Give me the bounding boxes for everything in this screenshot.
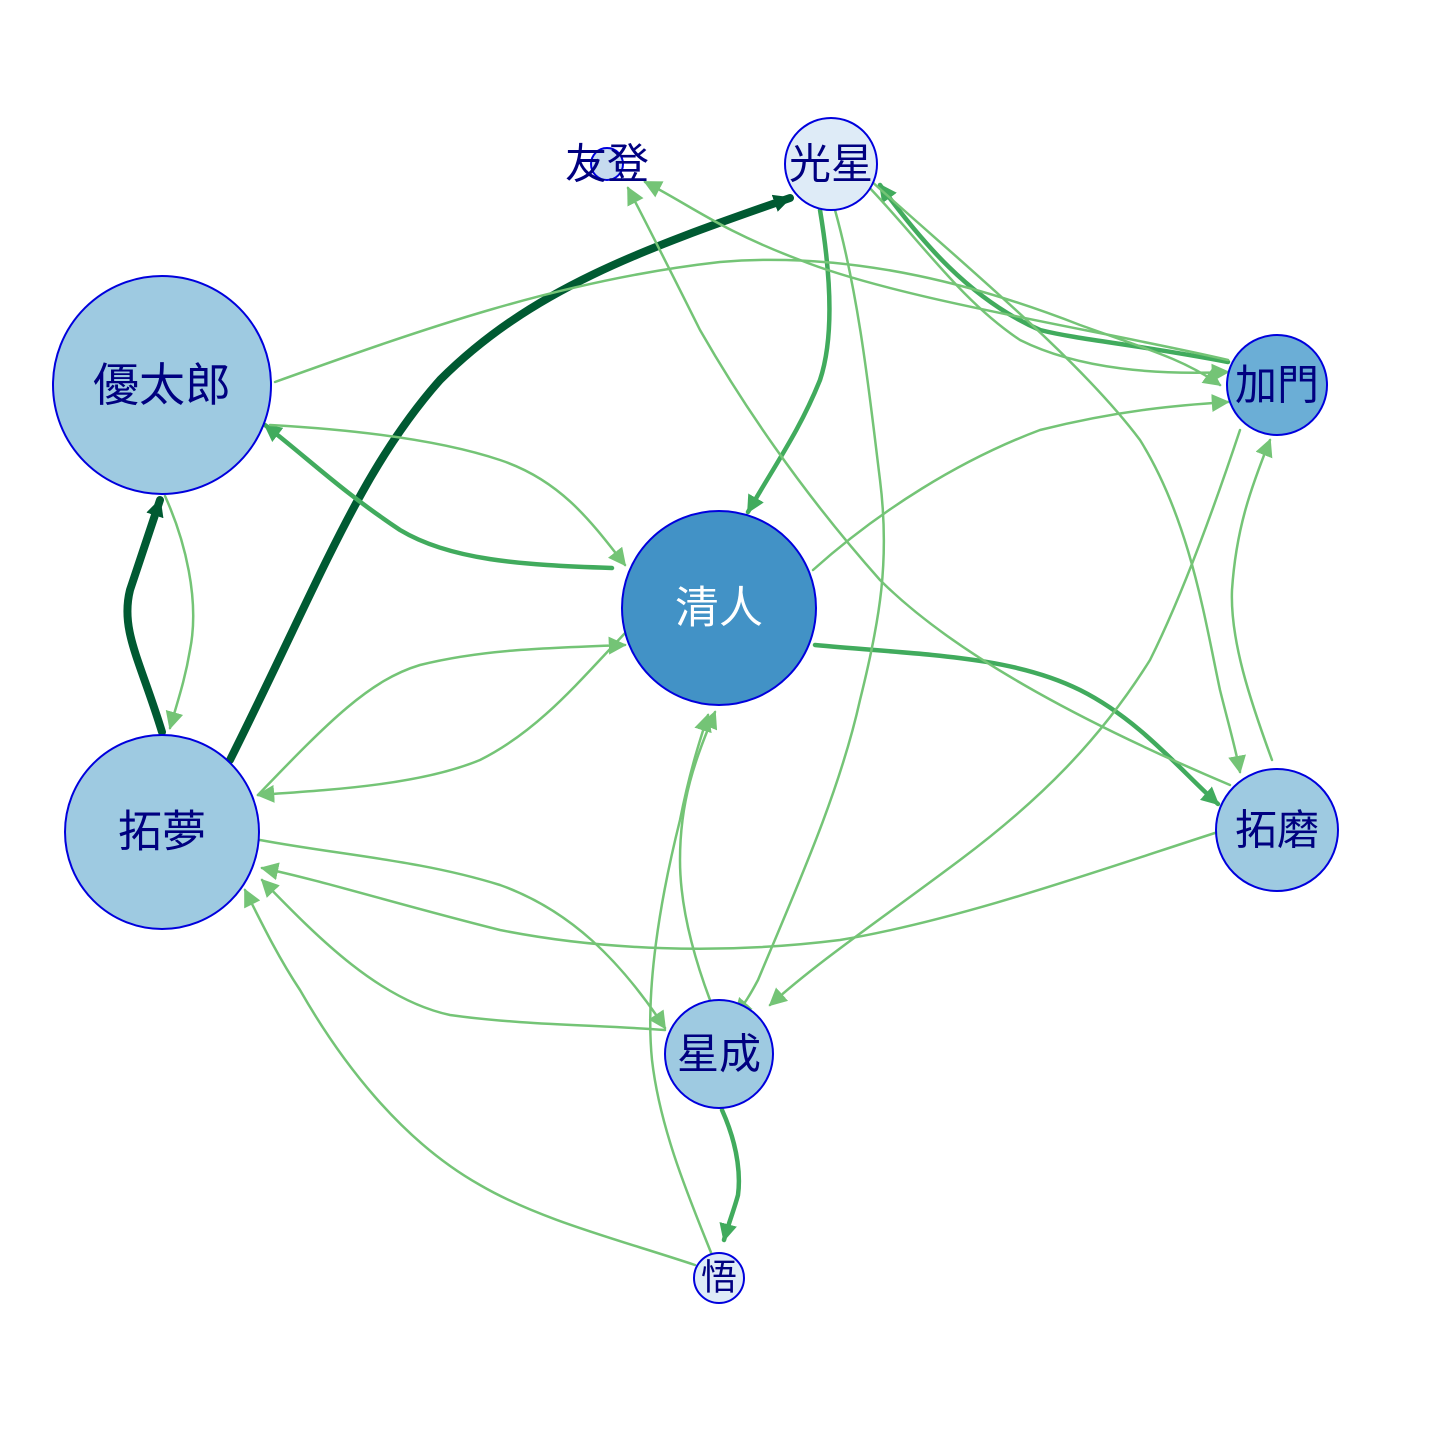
node-label-yutaro: 優太郎 — [93, 358, 231, 412]
edge-seinari-to-satoru — [719, 1107, 742, 1243]
edge-takuma-to-tomo — [626, 186, 1232, 787]
edge-yutaro-to-kado — [273, 258, 1222, 387]
node-circle-kosei — [784, 117, 878, 211]
node-tomo: 友登 — [565, 140, 649, 189]
node-kado: 加門 — [1226, 334, 1328, 436]
edge-satoru-to-kiyoto — [649, 713, 714, 1257]
edge-kado-to-kosei — [877, 182, 1231, 365]
edge-kiyoto-to-takuma — [812, 642, 1221, 807]
node-circle-yutaro — [52, 275, 272, 495]
node-yutaro: 優太郎 — [52, 275, 272, 495]
node-circle-kado — [1226, 334, 1328, 436]
edge-kiyoto-to-kado — [811, 394, 1230, 572]
node-label-takuma: 拓磨 — [1235, 806, 1319, 855]
edge-kosei-to-kiyoto — [745, 207, 832, 515]
edge-kiyoto-to-takumu — [256, 628, 630, 803]
node-circle-tomo — [590, 147, 624, 181]
edge-kosei-to-seinari — [733, 208, 886, 1017]
edge-satoru-to-takumu — [243, 888, 697, 1267]
node-takumu: 拓夢 — [64, 734, 260, 930]
edge-kado-to-tomo — [643, 180, 1230, 362]
node-label-kado: 加門 — [1235, 361, 1319, 410]
edge-yutaro-to-takumu — [163, 494, 195, 730]
edge-kiyoto-to-yutaro — [262, 422, 615, 571]
node-label-takumu: 拓夢 — [118, 807, 206, 858]
node-circle-takumu — [64, 734, 260, 930]
edge-takuma-to-kado — [1230, 438, 1274, 762]
node-satoru: 悟 — [693, 1252, 745, 1304]
node-kiyoto: 清人 — [621, 510, 817, 706]
node-kosei: 光星 — [784, 117, 878, 211]
edge-layer — [123, 178, 1274, 1267]
node-label-seinari: 星成 — [677, 1030, 761, 1079]
node-circle-satoru — [693, 1252, 745, 1304]
edge-kado-to-seinari — [768, 428, 1242, 1007]
node-label-kiyoto: 清人 — [675, 583, 763, 634]
node-label-kosei: 光星 — [789, 140, 873, 189]
node-seinari: 星成 — [664, 999, 774, 1109]
edge-yutaro-to-kiyoto — [268, 423, 627, 567]
edge-takumu-to-seinari — [258, 838, 667, 1030]
node-label-tomo: 友登 — [565, 140, 649, 189]
edge-seinari-to-kiyoto — [678, 710, 718, 1002]
node-label-satoru: 悟 — [701, 1258, 737, 1299]
node-circle-seinari — [664, 999, 774, 1109]
edge-seinari-to-takumu — [260, 878, 667, 1032]
edge-takumu-to-yutaro — [123, 496, 166, 736]
edge-kosei-to-takuma — [868, 178, 1246, 774]
node-circle-kiyoto — [621, 510, 817, 706]
node-takuma: 拓磨 — [1215, 768, 1339, 892]
edge-takumu-to-kiyoto — [256, 636, 627, 797]
node-circle-takuma — [1215, 768, 1339, 892]
edge-takuma-to-takumu — [260, 830, 1220, 950]
edge-kosei-to-kado — [864, 182, 1230, 382]
